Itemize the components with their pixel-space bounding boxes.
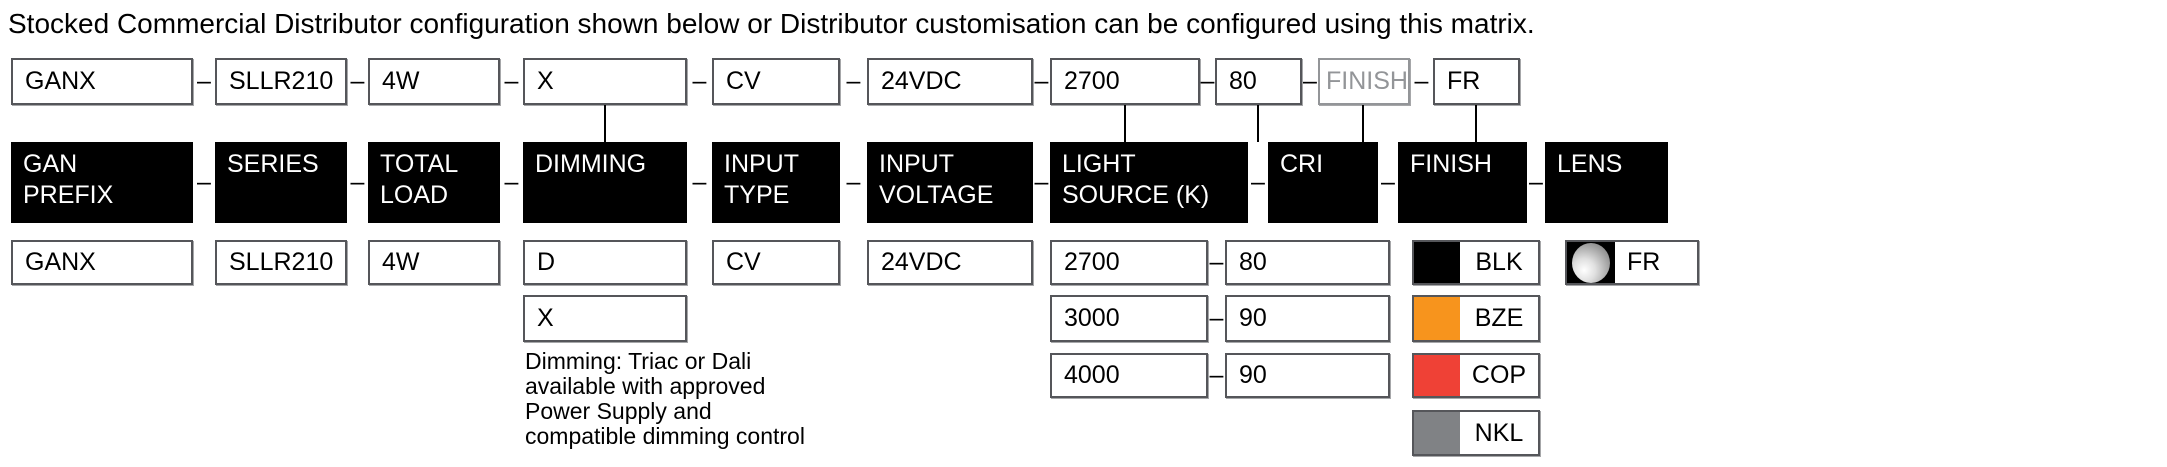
header-series: SERIES <box>215 142 347 223</box>
separator-dash: – <box>1414 67 1429 95</box>
lens-icon-background <box>1567 242 1615 283</box>
option-series: SLLR210 <box>215 240 347 285</box>
option-cri-90: 90 <box>1225 353 1390 398</box>
option-light-source-2700: 2700 <box>1050 240 1208 285</box>
separator-dash: – <box>504 168 519 196</box>
page-title: Stocked Commercial Distributor configura… <box>8 8 1535 39</box>
finish-code: BZE <box>1474 304 1524 332</box>
option-gan-prefix: GANX <box>11 240 193 285</box>
connector-line-light-source <box>1124 105 1126 142</box>
connector-line-finish <box>1362 105 1364 142</box>
code-segment-gan-prefix: GANX <box>11 58 193 105</box>
option-cri-90: 90 <box>1225 295 1390 342</box>
separator-dash: – <box>504 67 519 95</box>
separator-dash: – <box>350 168 365 196</box>
bze-swatch <box>1414 297 1460 340</box>
code-segment-lens: FR <box>1433 58 1520 105</box>
separator-dash: – <box>1209 248 1224 276</box>
connector-line-lens <box>1475 105 1477 142</box>
cop-swatch <box>1414 355 1460 396</box>
code-segment-cri: 80 <box>1215 58 1302 105</box>
option-dimming-d: D <box>523 240 687 285</box>
code-segment-finish-placeholder: FINISH <box>1318 58 1410 105</box>
header-input-voltage: INPUT VOLTAGE <box>867 142 1033 223</box>
separator-dash: – <box>1209 361 1224 389</box>
header-total-load: TOTAL LOAD <box>368 142 500 223</box>
header-light-source: LIGHT SOURCE (K) <box>1050 142 1248 223</box>
separator-dash: – <box>846 67 861 95</box>
separator-dash: – <box>1251 168 1265 196</box>
dimming-note-line: compatible dimming control <box>525 423 805 449</box>
frosted-lens-icon <box>1572 242 1610 283</box>
separator-dash: – <box>350 67 365 95</box>
separator-dash: – <box>1034 67 1049 95</box>
separator-dash: – <box>197 67 211 95</box>
code-segment-input-type: CV <box>712 58 840 105</box>
separator-dash: – <box>1529 168 1543 196</box>
dimming-note: Dimming: Triac or Dali available with ap… <box>525 349 805 449</box>
header-dimming: DIMMING <box>523 142 687 223</box>
option-input-type: CV <box>712 240 840 285</box>
finish-code: NKL <box>1474 418 1524 447</box>
code-segment-series: SLLR210 <box>215 58 347 105</box>
code-segment-light-source: 2700 <box>1050 58 1200 105</box>
header-cri: CRI <box>1268 142 1378 223</box>
option-input-voltage: 24VDC <box>867 240 1033 285</box>
option-dimming-x: X <box>523 295 687 342</box>
finish-option-nkl: NKL <box>1412 410 1540 456</box>
lens-code: FR <box>1627 248 1661 276</box>
connector-line-dimming <box>604 105 606 142</box>
code-segment-dimming: X <box>523 58 687 105</box>
option-total-load: 4W <box>368 240 500 285</box>
finish-option-bze: BZE <box>1412 295 1540 342</box>
finish-code: BLK <box>1475 248 1523 276</box>
code-segment-input-voltage: 24VDC <box>867 58 1033 105</box>
header-gan-prefix: GAN PREFIX <box>11 142 193 223</box>
code-segment-total-load: 4W <box>368 58 500 105</box>
finish-code: COP <box>1471 361 1527 389</box>
option-cri-80: 80 <box>1225 240 1390 285</box>
option-light-source-4000: 4000 <box>1050 353 1208 398</box>
nkl-swatch <box>1414 412 1460 454</box>
finish-option-cop: COP <box>1412 353 1540 398</box>
header-lens: LENS <box>1545 142 1668 223</box>
connector-line-cri <box>1257 105 1259 142</box>
separator-dash: – <box>1381 168 1395 196</box>
dimming-note-line: Power Supply and <box>525 398 712 424</box>
separator-dash: – <box>1209 304 1224 332</box>
header-input-type: INPUT TYPE <box>712 142 840 223</box>
separator-dash: – <box>692 168 707 196</box>
separator-dash: – <box>846 168 861 196</box>
blk-swatch <box>1414 242 1460 283</box>
lens-option-fr: FR <box>1565 240 1699 285</box>
dimming-note-line: Dimming: Triac or Dali <box>525 348 752 374</box>
option-light-source-3000: 3000 <box>1050 295 1208 342</box>
separator-dash: – <box>692 67 707 95</box>
separator-dash: – <box>197 168 211 196</box>
separator-dash: – <box>1303 67 1317 95</box>
finish-option-blk: BLK <box>1412 240 1540 285</box>
header-finish: FINISH <box>1398 142 1527 223</box>
separator-dash: – <box>1034 168 1049 196</box>
separator-dash: – <box>1200 67 1215 95</box>
dimming-note-line: available with approved <box>525 373 766 399</box>
